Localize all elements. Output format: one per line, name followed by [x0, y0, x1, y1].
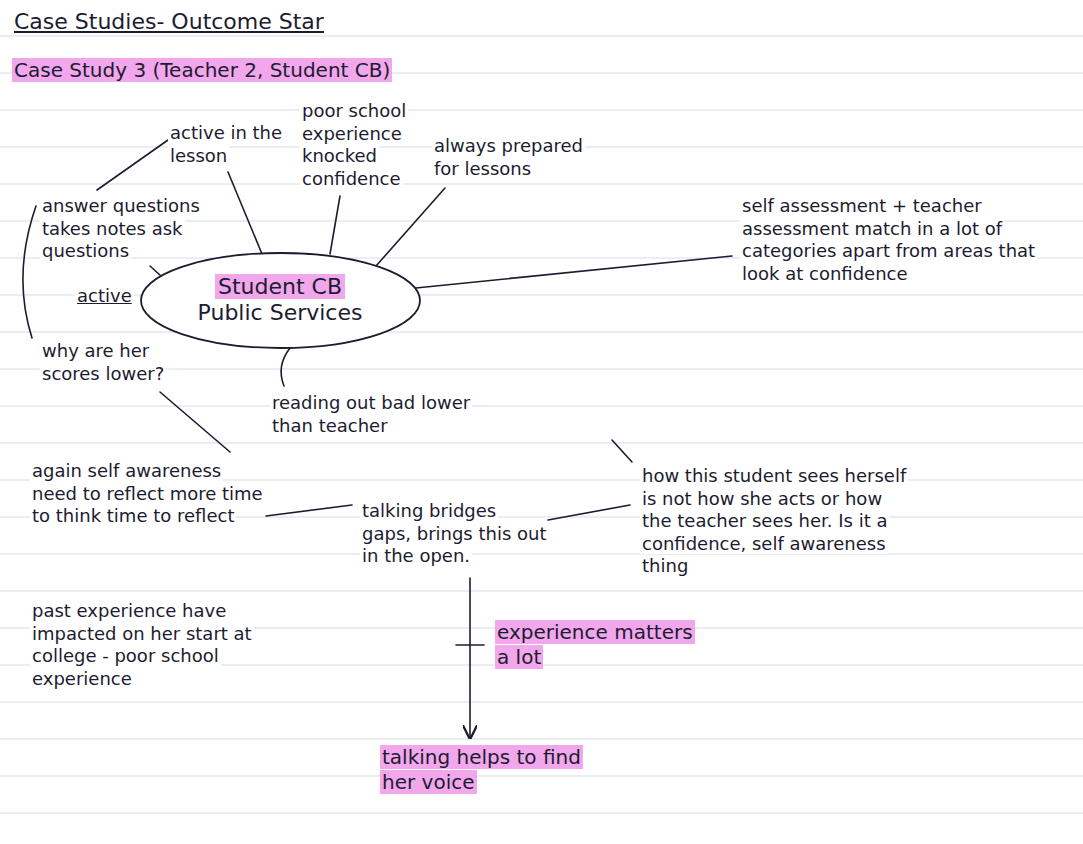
leader-line — [376, 188, 445, 266]
note-box: active in the lesson — [168, 122, 286, 167]
handwritten-note: poor school experience knocked confidenc… — [300, 100, 408, 189]
leader-line — [160, 392, 230, 452]
note-box: poor school experience knocked confidenc… — [300, 100, 425, 190]
text-line: Public Services — [195, 300, 366, 326]
note-box: how this student sees herself is not how… — [640, 465, 910, 578]
bracket-curve — [23, 206, 36, 338]
note-box: Case Study 3 (Teacher 2, Student CB) — [12, 58, 712, 83]
handwritten-note: answer questions takes notes ask questio… — [40, 195, 202, 261]
central-ellipse: Student CBPublic Services — [139, 251, 422, 350]
handwritten-note: talking helps to find her voice — [380, 745, 583, 794]
leader-line — [612, 440, 632, 462]
note-box: why are her scores lower? — [40, 340, 200, 385]
note-box: talking helps to find her voice — [380, 745, 590, 795]
handwritten-note: self assessment + teacher assessment mat… — [740, 195, 1037, 284]
note-box: again self awareness need to reflect mor… — [30, 460, 265, 528]
title: Case Studies- Outcome Star — [12, 9, 326, 34]
node-label: Student CB — [215, 274, 345, 299]
handwritten-note: active in the lesson — [168, 122, 284, 166]
note-box: answer questions takes notes ask questio… — [40, 195, 225, 263]
leader-line — [266, 505, 352, 516]
leader-line — [548, 505, 630, 520]
leader-arrow — [469, 578, 471, 738]
leader-line — [228, 172, 262, 254]
handwritten-note: experience matters a lot — [495, 620, 695, 669]
handwritten-note: always prepared for lessons — [432, 135, 585, 179]
leader-line — [330, 196, 340, 254]
note-box: always prepared for lessons — [432, 135, 610, 180]
note-box: past experience have impacted on her sta… — [30, 600, 265, 690]
handwritten-note: reading out bad lower than teacher — [270, 392, 472, 436]
handwritten-note: active — [75, 285, 134, 306]
ellipse-shape — [141, 253, 420, 348]
handwritten-note: Case Study 3 (Teacher 2, Student CB) — [12, 58, 392, 82]
node-text: Student CBPublic Services — [195, 274, 366, 327]
handwritten-note: again self awareness need to reflect mor… — [30, 460, 265, 526]
handwritten-note: talking bridges gaps, brings this out in… — [360, 500, 549, 566]
note-box: experience matters a lot — [495, 620, 705, 670]
note-box: self assessment + teacher assessment mat… — [740, 195, 1040, 285]
handwritten-note: why are her scores lower? — [40, 340, 166, 384]
text-line: Student CB — [195, 274, 366, 300]
handwritten-note: past experience have impacted on her sta… — [30, 600, 254, 689]
leader-line — [97, 140, 168, 190]
handwritten-note: how this student sees herself is not how… — [640, 465, 908, 576]
node-label: Public Services — [195, 300, 366, 325]
leader-curve — [281, 348, 290, 386]
note-box: talking bridges gaps, brings this out in… — [360, 500, 550, 568]
leader-line — [396, 256, 732, 290]
plus-tick — [456, 644, 484, 646]
note-box: reading out bad lower than teacher — [270, 392, 480, 437]
title-box: Case Studies- Outcome Star — [12, 8, 712, 36]
